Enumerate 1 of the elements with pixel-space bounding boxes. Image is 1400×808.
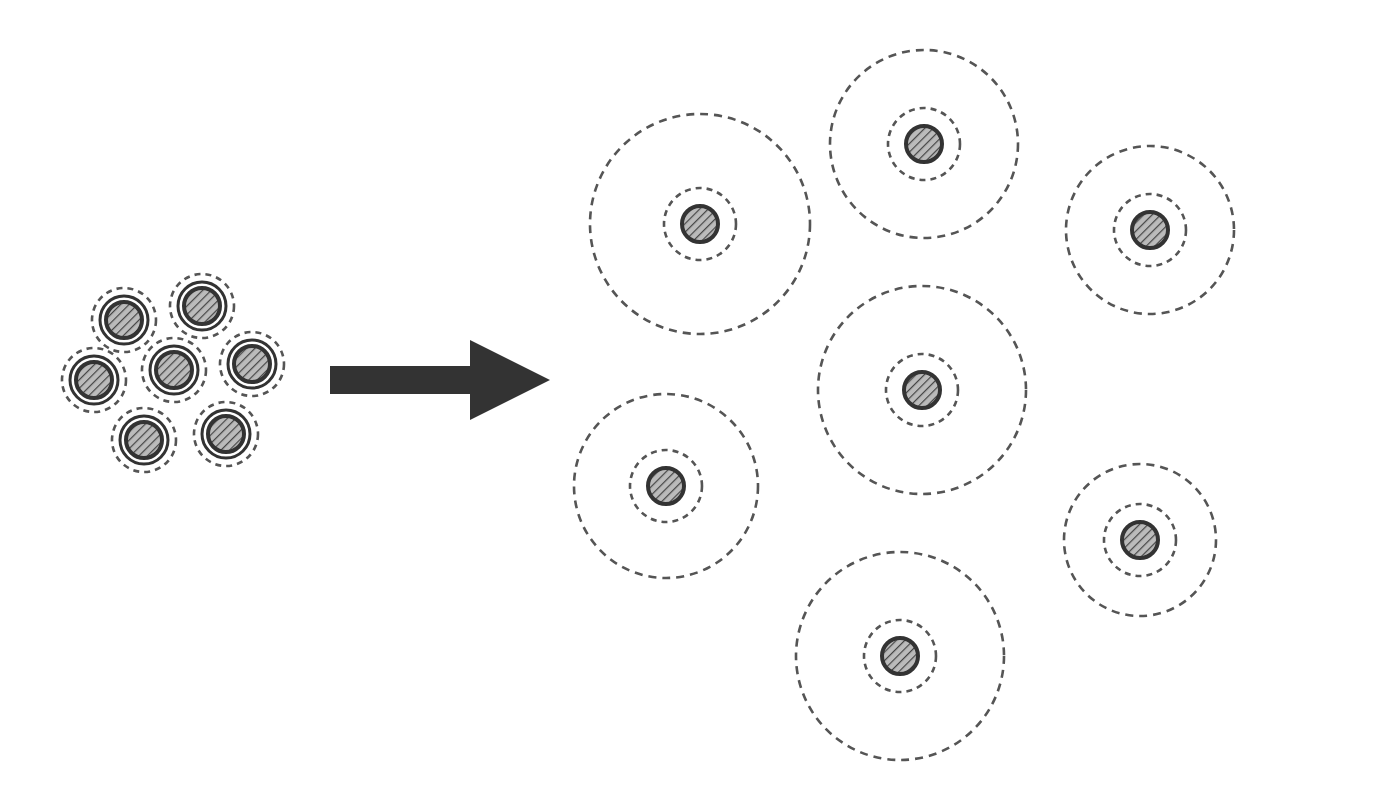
arrow [330,340,550,420]
